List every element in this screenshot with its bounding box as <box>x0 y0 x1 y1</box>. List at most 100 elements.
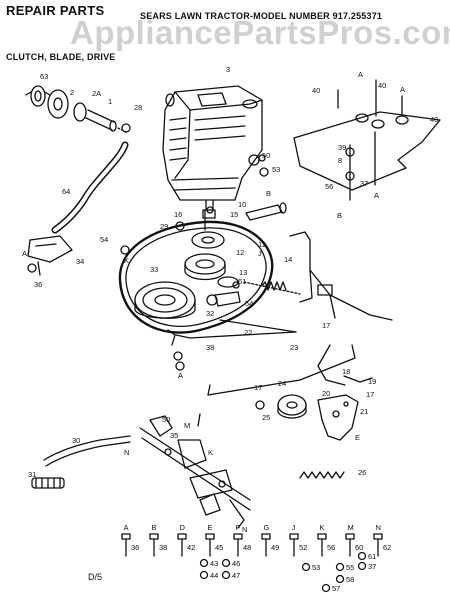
hardware-item <box>205 533 215 557</box>
callout-31: 31 <box>28 470 36 479</box>
washer-54 <box>175 361 185 371</box>
callout-8: 8 <box>338 156 342 165</box>
hardware-number: 62 <box>383 543 391 552</box>
callout-21: 21 <box>360 407 368 416</box>
washer-10 <box>258 154 266 162</box>
callout-17c: 17 <box>366 390 374 399</box>
shaft-11 <box>204 202 287 231</box>
hardware-item <box>317 533 327 557</box>
drive-rod-23 <box>167 319 297 346</box>
hardware-number: 42 <box>187 543 195 552</box>
bolt-head <box>289 533 299 540</box>
washer <box>221 558 231 568</box>
belt-64-inner <box>53 143 127 232</box>
callout-29: 29 <box>160 222 168 231</box>
callout-34: 34 <box>76 257 84 266</box>
hardware-letter: J <box>292 523 296 532</box>
washer <box>221 570 231 580</box>
callout-25: 25 <box>262 413 270 422</box>
bolt-head <box>345 533 355 540</box>
hardware-letter: B <box>152 523 157 532</box>
callout-14: 14 <box>284 255 292 264</box>
callout-30: 30 <box>72 436 80 445</box>
washer-50 <box>248 154 260 166</box>
hardware-row <box>121 533 383 593</box>
callout-26: 26 <box>358 468 366 477</box>
idler-pulley-24 <box>277 394 307 419</box>
hardware-letter: E <box>208 523 213 532</box>
callout-a3: A <box>358 70 363 79</box>
bolt-54 <box>120 245 130 255</box>
hardware-number: 52 <box>299 543 307 552</box>
bolt-head <box>261 533 271 540</box>
hardware-item <box>233 533 243 557</box>
hardware-extra-label: 55 <box>346 563 354 572</box>
washer <box>335 562 345 572</box>
spring-26 <box>299 471 345 479</box>
lever-bracket-21 <box>317 394 359 441</box>
callout-m: M <box>184 421 190 430</box>
hardware-item <box>149 533 159 557</box>
callout-40b: 40 <box>378 81 386 90</box>
hardware-item <box>345 533 355 557</box>
callout-35: 35 <box>170 431 178 440</box>
engine-pulley-stack <box>184 231 239 288</box>
hardware-extra-label: 37 <box>368 562 376 571</box>
washer <box>321 583 331 593</box>
callout-a2: A <box>22 249 27 258</box>
callout-40c: 40 <box>430 115 438 124</box>
callout-50b: 50 <box>262 151 270 160</box>
hardware-number: 60 <box>355 543 363 552</box>
callout-k2: K <box>208 448 213 457</box>
callout-39: 39 <box>338 143 346 152</box>
nut-53 <box>259 167 269 177</box>
bolt-38 <box>173 351 183 361</box>
hardware-number: 45 <box>215 543 223 552</box>
callout-n: N <box>124 448 129 457</box>
callout-b2: B <box>337 211 342 220</box>
idler-arm-32 <box>206 281 301 307</box>
washer <box>357 561 367 571</box>
callout-18: 18 <box>342 367 350 376</box>
callout-a: A <box>178 371 183 380</box>
washer <box>199 558 209 568</box>
hardware-number: 56 <box>327 543 335 552</box>
hardware-extra-label: 47 <box>232 571 240 580</box>
callout-10: 10 <box>238 200 246 209</box>
hardware-item <box>261 533 271 557</box>
callout-61: 61 <box>238 277 246 286</box>
callout-1: 1 <box>108 97 112 106</box>
hardware-letter: D <box>180 523 186 532</box>
hardware-item <box>289 533 299 557</box>
bolt-29 <box>175 221 185 231</box>
callout-54: 54 <box>100 235 108 244</box>
callout-17: 17 <box>322 321 330 330</box>
washer <box>301 562 311 572</box>
hardware-letter: N <box>376 523 381 532</box>
bolt-head <box>233 533 243 540</box>
callout-15: 15 <box>230 210 238 219</box>
callout-63: 63 <box>40 72 48 81</box>
callout-20: 20 <box>322 389 330 398</box>
callout-b: B <box>266 189 271 198</box>
hardware-item <box>373 533 383 557</box>
washer <box>335 574 345 584</box>
lift-linkage-assembly <box>31 413 251 529</box>
callout-2a: 2A <box>92 89 101 98</box>
callout-37: 37 <box>360 179 368 188</box>
callout-36: 36 <box>34 280 42 289</box>
idler-bracket-34 <box>27 235 73 276</box>
callout-64: 64 <box>62 187 70 196</box>
hardware-letter: K <box>320 523 325 532</box>
callout-e: E <box>355 433 360 442</box>
callout-13: 13 <box>239 268 247 277</box>
hardware-extra-label: 57 <box>332 584 340 593</box>
hardware-item <box>177 533 187 557</box>
frame-plate <box>293 79 441 201</box>
callout-23: 23 <box>290 343 298 352</box>
bolt-16 <box>206 206 214 214</box>
blade-pulley <box>134 281 196 319</box>
callout-33: 33 <box>150 265 158 274</box>
